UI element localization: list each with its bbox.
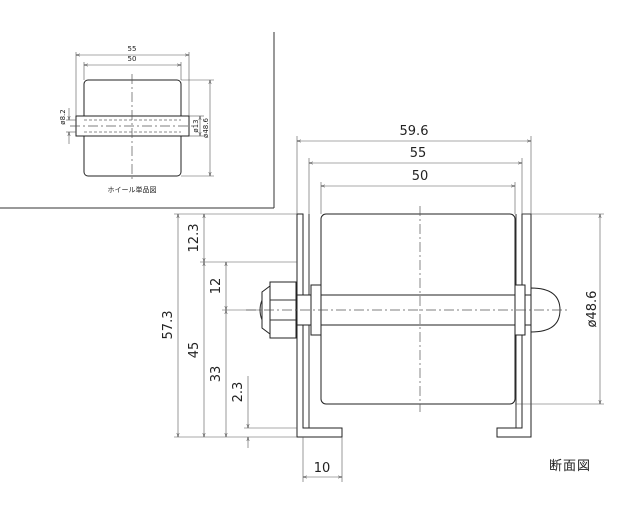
dim-frame-height: 45	[187, 342, 202, 359]
dim-top-offset: 12.3	[187, 224, 202, 253]
inset-dim-hub-diameter: ø13	[192, 119, 200, 132]
dim-overall-height: 57.3	[161, 311, 176, 340]
inset-dim-shaft-diameter: ø8.2	[59, 109, 67, 124]
dim-frame-inner-width: 55	[410, 146, 427, 161]
dim-wheel-diameter: ø48.6	[585, 291, 600, 328]
inset-caption: ホイール単品図	[108, 185, 157, 194]
main-caption: 断面図	[549, 459, 591, 474]
dim-wheel-width: 50	[412, 169, 429, 184]
dim-frame-outer-width: 59.6	[400, 124, 429, 139]
dim-flange-width: 10	[314, 461, 331, 476]
cross-section-drawing: 59.6 55 50 ø48.6 57.3 12.3 45 1	[161, 124, 604, 482]
wheel-detail-inset: 55 50 ø8.2 ø13 ø48.6 ホイール単品図	[0, 32, 275, 209]
inset-dim-wheel-diameter: ø48.6	[202, 118, 210, 138]
dim-axle-offset: 12	[209, 278, 224, 295]
dim-axle-height: 33	[209, 366, 224, 383]
inset-dim-overall-width: 55	[128, 45, 137, 53]
inset-dim-wheel-width: 50	[128, 55, 137, 63]
dim-plate-thickness: 2.3	[231, 382, 246, 403]
